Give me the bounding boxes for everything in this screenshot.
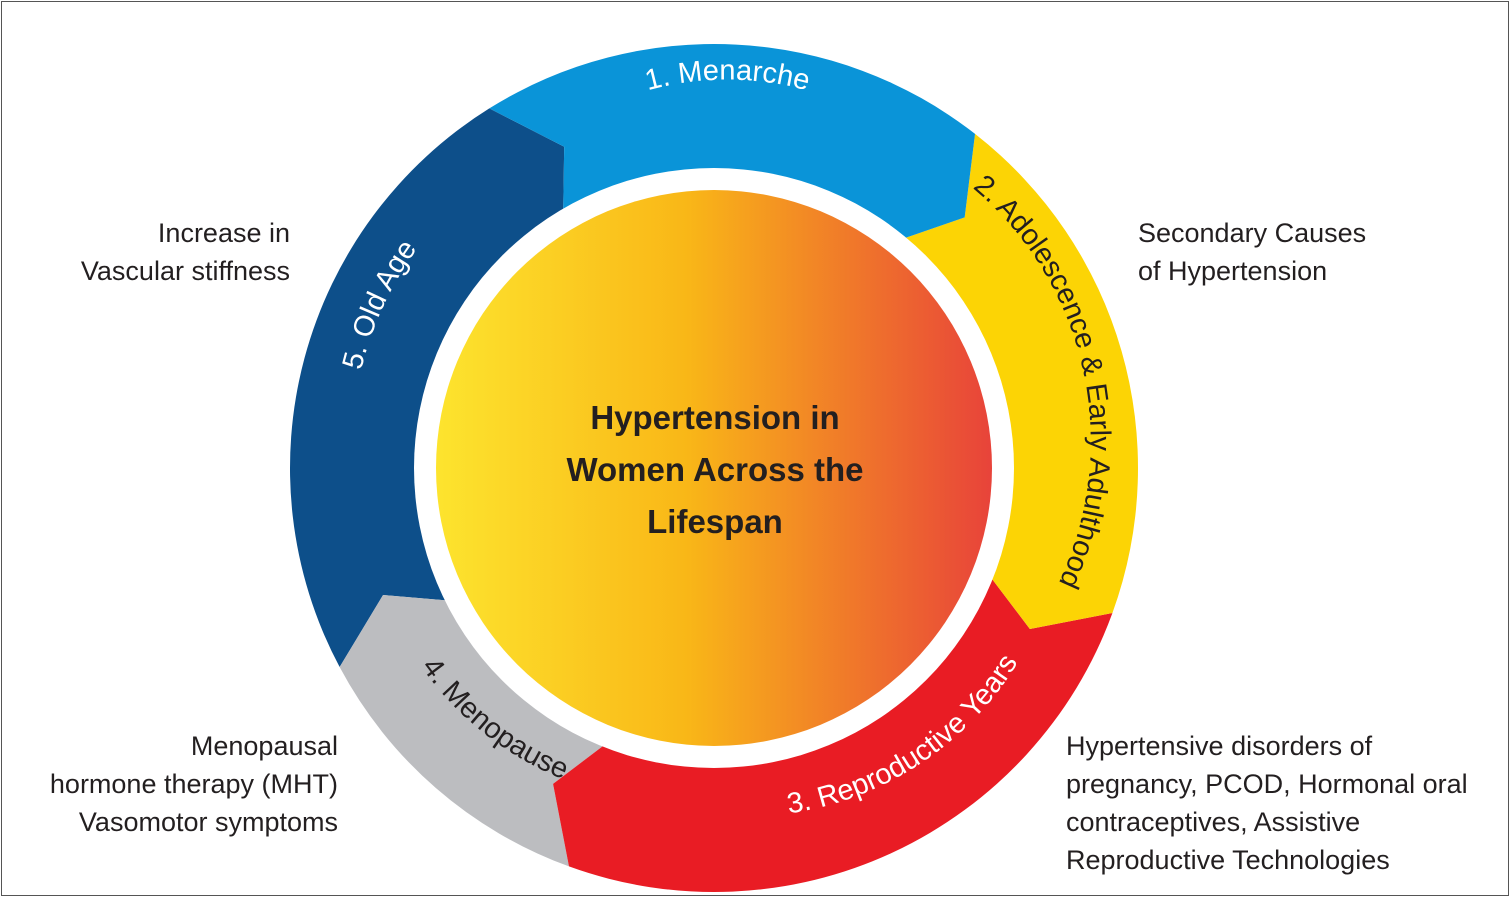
note-adolescence: Secondary Causes of Hypertension — [1138, 218, 1367, 286]
center-circle — [436, 190, 992, 746]
note-menopause: Menopausal hormone therapy (MHT) Vasomot… — [49, 731, 338, 837]
segment-adolescence — [889, 133, 1138, 629]
segment-menopause — [339, 595, 617, 867]
note-old-age: Increase in Vascular stiffness — [80, 218, 290, 286]
note-reproductive: Hypertensive disorders of pregnancy, PCO… — [1066, 731, 1468, 875]
center-title: Hypertension in Women Across the Lifespa… — [566, 399, 864, 540]
